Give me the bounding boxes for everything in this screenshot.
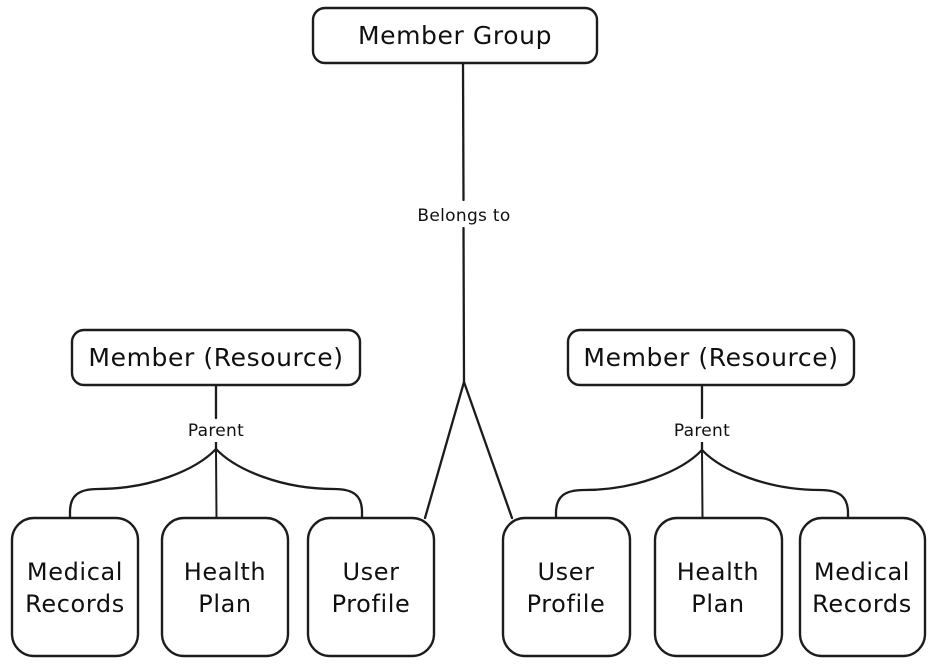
edge-parent-left-to-medical-records [68,447,218,520]
node-health-plan-left-label-line2: Plan [198,590,251,618]
node-medical-records-right-label-line2: Records [812,590,912,618]
edge-member-group-trunk-lower [462,226,466,384]
belongs-to-label-backdrop [404,203,524,227]
node-medical-records-left-label-line1: Medical [27,558,123,586]
node-member-group-label: Member Group [358,21,552,50]
node-member-resource-left[interactable]: Member (Resource) [70,328,362,387]
node-medical-records-left[interactable]: Medical Records [10,516,140,658]
node-member-resource-left-shape[interactable] [70,328,362,387]
node-medical-records-left-label-line2: Records [25,590,125,618]
node-user-profile-right-label-line2: Profile [527,590,606,618]
edge-belongs-to-right-branch [462,380,514,520]
edge-label-parent-left: Parent [188,421,244,441]
node-user-profile-left-shape[interactable] [306,516,436,658]
node-health-plan-left-shape[interactable] [160,516,290,658]
node-member-resource-right-label: Member (Resource) [583,343,838,372]
node-member-resource-right-shape[interactable] [566,328,856,387]
edge-parent-left-to-health-plan [215,448,218,519]
node-user-profile-right-shape[interactable] [501,516,632,658]
node-member-group[interactable]: Member Group [311,6,599,65]
node-health-plan-right[interactable]: Health Plan [653,516,784,658]
node-medical-records-right[interactable]: Medical Records [798,516,927,658]
edge-label-group: Belongs to Parent Parent [176,203,744,442]
edge-label-belongs-to: Belongs to [417,206,510,226]
node-user-profile-right-label-line1: User [537,558,594,586]
node-health-plan-right-label-line1: Health [677,558,759,586]
node-medical-records-right-shape[interactable] [798,516,927,658]
edge-parent-left-to-user-profile [214,447,364,520]
edge-belongs-to-left-branch [423,380,466,520]
node-health-plan-left[interactable]: Health Plan [160,516,290,658]
node-user-profile-left-label-line2: Profile [332,590,411,618]
edge-group [68,60,850,520]
node-health-plan-right-shape[interactable] [653,516,784,658]
node-health-plan-left-label-line1: Health [184,558,266,586]
edge-member-group-trunk-upper [461,60,465,202]
edge-parent-right-to-health-plan [701,449,704,519]
node-user-profile-left[interactable]: User Profile [306,516,436,658]
node-member-group-shape[interactable] [311,6,599,65]
node-member-resource-left-label: Member (Resource) [88,343,343,372]
node-member-resource-right[interactable]: Member (Resource) [566,328,856,387]
node-health-plan-right-label-line2: Plan [691,590,744,618]
edge-parent-right-to-user-profile [554,448,704,520]
node-user-profile-right[interactable]: User Profile [501,516,632,658]
edge-parent-right-to-medical-records [700,448,850,520]
edge-label-parent-right: Parent [674,421,730,441]
parent-left-label-backdrop [176,420,258,442]
parent-right-label-backdrop [662,420,744,442]
node-user-profile-left-label-line1: User [342,558,399,586]
node-medical-records-left-shape[interactable] [10,516,140,658]
node-medical-records-right-label-line1: Medical [814,558,910,586]
